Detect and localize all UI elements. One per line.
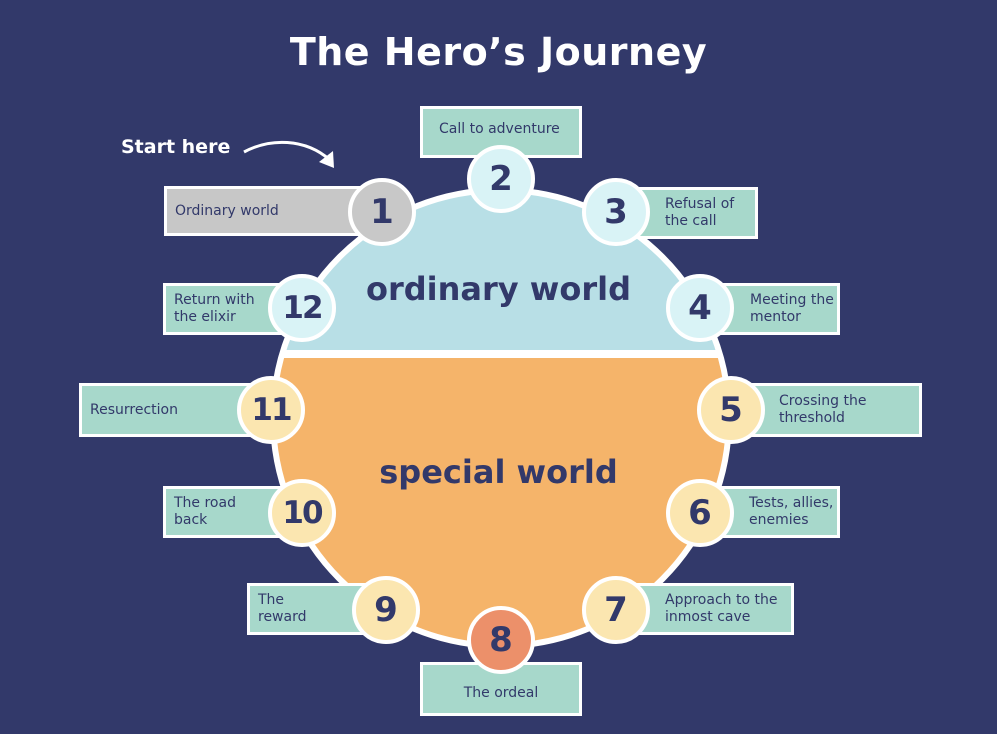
page-title: The Hero’s Journey xyxy=(289,30,708,74)
step-4-marker: 4 xyxy=(666,274,734,342)
step-2-marker: 2 xyxy=(467,145,535,213)
step-10-marker: 10 xyxy=(268,479,336,547)
step-7-marker: 7 xyxy=(582,576,650,644)
step-9-marker: 9 xyxy=(352,576,420,644)
start-arrowhead-icon xyxy=(319,151,334,168)
step-1-marker: 1 xyxy=(348,178,416,246)
step-11-marker: 11 xyxy=(237,376,305,444)
step-1-label: Ordinary world xyxy=(164,186,384,236)
step-12-marker: 12 xyxy=(268,274,336,342)
start-arrow-icon xyxy=(243,140,331,162)
step-6-marker: 6 xyxy=(666,479,734,547)
step-8-marker: 8 xyxy=(467,606,535,674)
ordinary-world-label: ordinary world xyxy=(366,270,631,308)
step-5-marker: 5 xyxy=(697,376,765,444)
step-11-label: Resurrection xyxy=(79,383,273,437)
start-here-label: Start here xyxy=(121,136,231,158)
special-world-label: special world xyxy=(379,453,618,491)
region-divider xyxy=(275,350,727,358)
step-3-marker: 3 xyxy=(582,178,650,246)
